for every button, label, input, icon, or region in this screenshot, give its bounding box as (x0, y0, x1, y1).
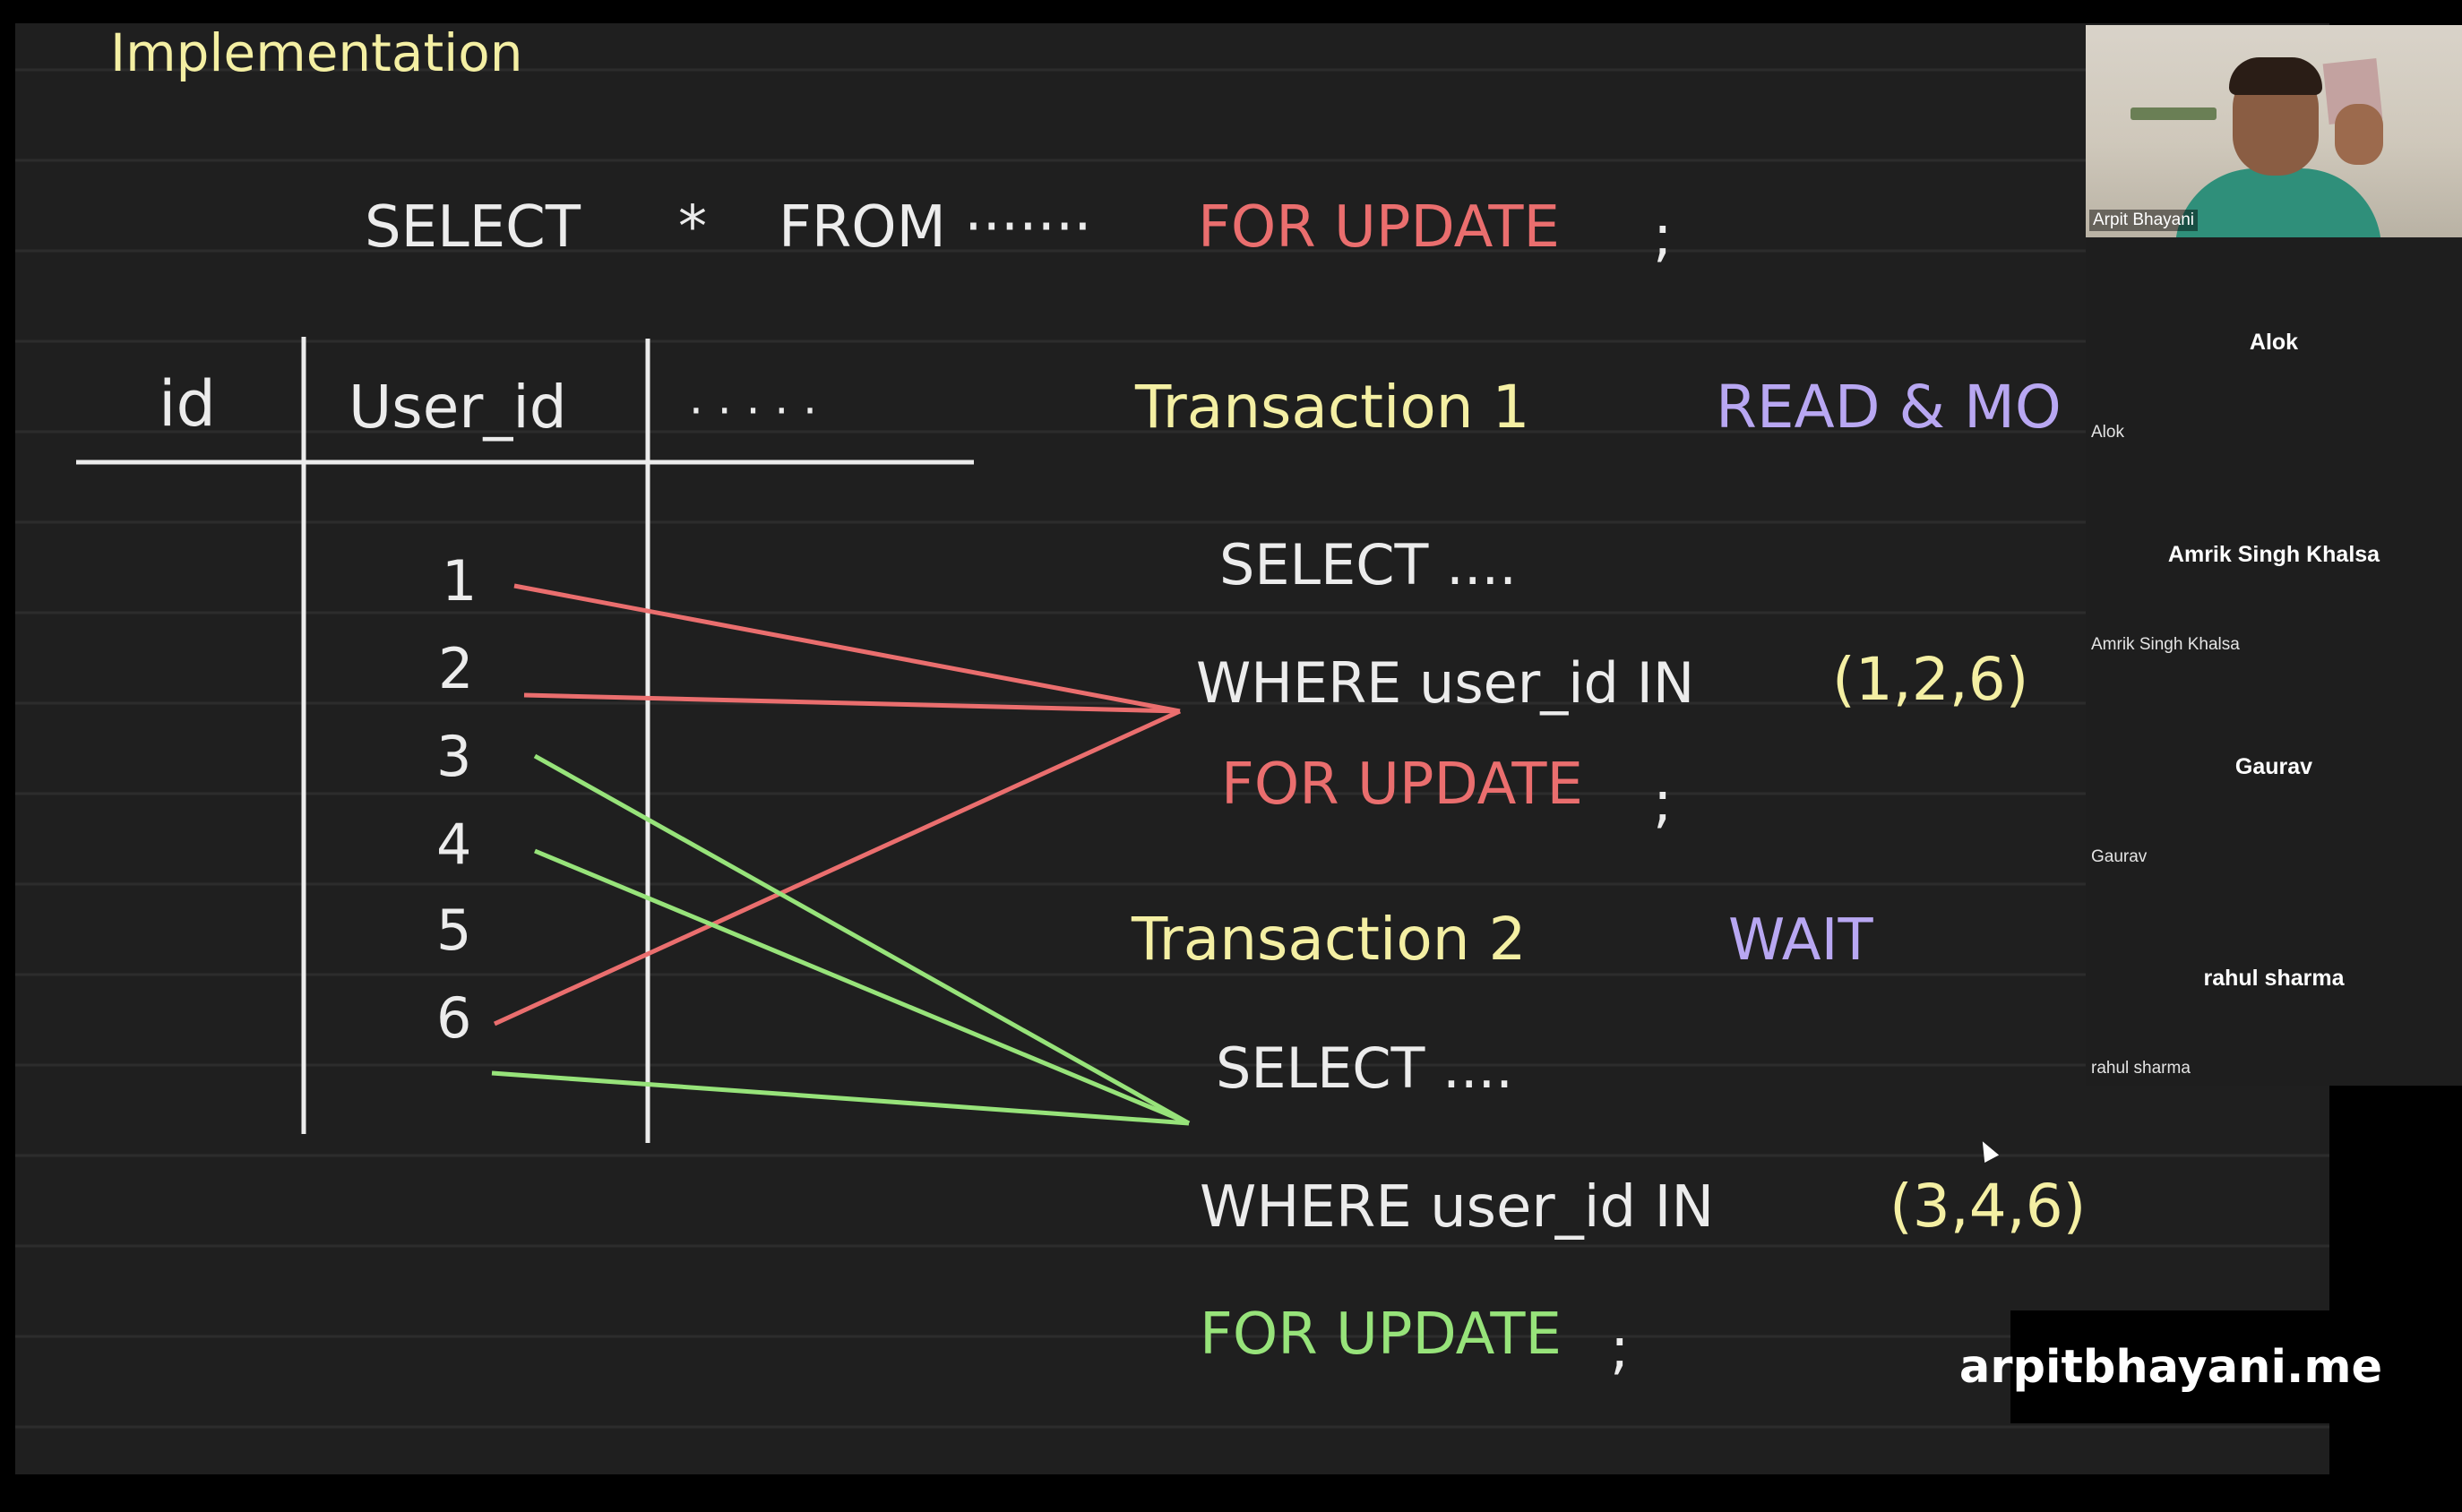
red-link-row-1 (513, 583, 1181, 714)
participant-label-alok: Alok (2091, 423, 2124, 442)
user-id-cell: 4 (436, 812, 472, 877)
red-link-row-6 (493, 709, 1182, 1027)
participant-name-alok: Alok (2249, 330, 2299, 355)
transaction-2-where: WHERE user_id IN (1200, 1174, 1715, 1241)
transaction-1-status: READ & MO (1716, 373, 2062, 442)
presenter-hand (2335, 104, 2383, 165)
transaction-1-semicolon: ; (1653, 769, 1673, 836)
page-title: Implementation (110, 23, 523, 83)
participant-label-gaurav: Gaurav (2091, 847, 2148, 866)
table-header-user-id: User_id (349, 373, 567, 442)
transaction-2-status: WAIT (1728, 907, 1873, 974)
transaction-2-semicolon: ; (1610, 1316, 1630, 1382)
user-id-cell: 5 (436, 898, 472, 963)
query-from-clause: FROM ······· (779, 194, 1092, 261)
presenter-body (2175, 168, 2381, 237)
participant-name-amrik: Amrik Singh Khalsa (2167, 542, 2380, 567)
green-link-row-3 (533, 753, 1191, 1126)
user-id-cell: 6 (436, 985, 472, 1051)
query-semicolon: ; (1653, 203, 1673, 270)
user-id-cell: 3 (436, 724, 472, 789)
transaction-2-for-update: FOR UPDATE (1200, 1302, 1562, 1368)
user-id-cell: 2 (438, 636, 474, 701)
participant-label-rahul: rahul sharma (2091, 1059, 2191, 1078)
green-link-row-7 (491, 1070, 1190, 1126)
presenter-video-tile: Arpit Bhayani (2086, 25, 2462, 237)
transaction-1-select: SELECT .... (1219, 532, 1517, 597)
transaction-1-title: Transaction 1 (1135, 373, 1530, 442)
table-header-id: id (159, 367, 216, 441)
ruled-lines (15, 68, 2329, 1429)
participant-label-amrik: Amrik Singh Khalsa (2091, 635, 2240, 654)
watermark-label: arpitbhayani.me (1959, 1310, 2382, 1423)
presenter-name-label: Arpit Bhayani (2089, 210, 2199, 231)
transaction-1-where: WHERE user_id IN (1196, 650, 1695, 716)
wall-shelf-decor (2131, 107, 2217, 120)
transaction-1-values: (1,2,6) (1832, 645, 2029, 714)
transaction-2-title: Transaction 2 (1132, 905, 1527, 974)
query-for-update: FOR UPDATE (1198, 194, 1560, 261)
table-header-more: · · · · · (689, 385, 818, 437)
query-select-keyword: SELECT (365, 194, 581, 261)
green-link-row-4 (534, 848, 1190, 1126)
transaction-2-select: SELECT .... (1216, 1035, 1513, 1101)
whiteboard-canvas: Implementation SELECT * FROM ······· FOR… (15, 23, 2329, 1474)
transaction-1-for-update: FOR UPDATE (1221, 752, 1583, 818)
participant-name-rahul: rahul sharma (2203, 966, 2345, 991)
whiteboard-ink-layer (15, 68, 2329, 1429)
red-link-row-2 (523, 692, 1181, 714)
presenter-hair (2229, 57, 2322, 95)
user-id-cell: 1 (442, 548, 478, 614)
query-star: * (678, 194, 707, 261)
transaction-2-values: (3,4,6) (1890, 1172, 2087, 1241)
participant-name-gaurav: Gaurav (2234, 754, 2313, 779)
